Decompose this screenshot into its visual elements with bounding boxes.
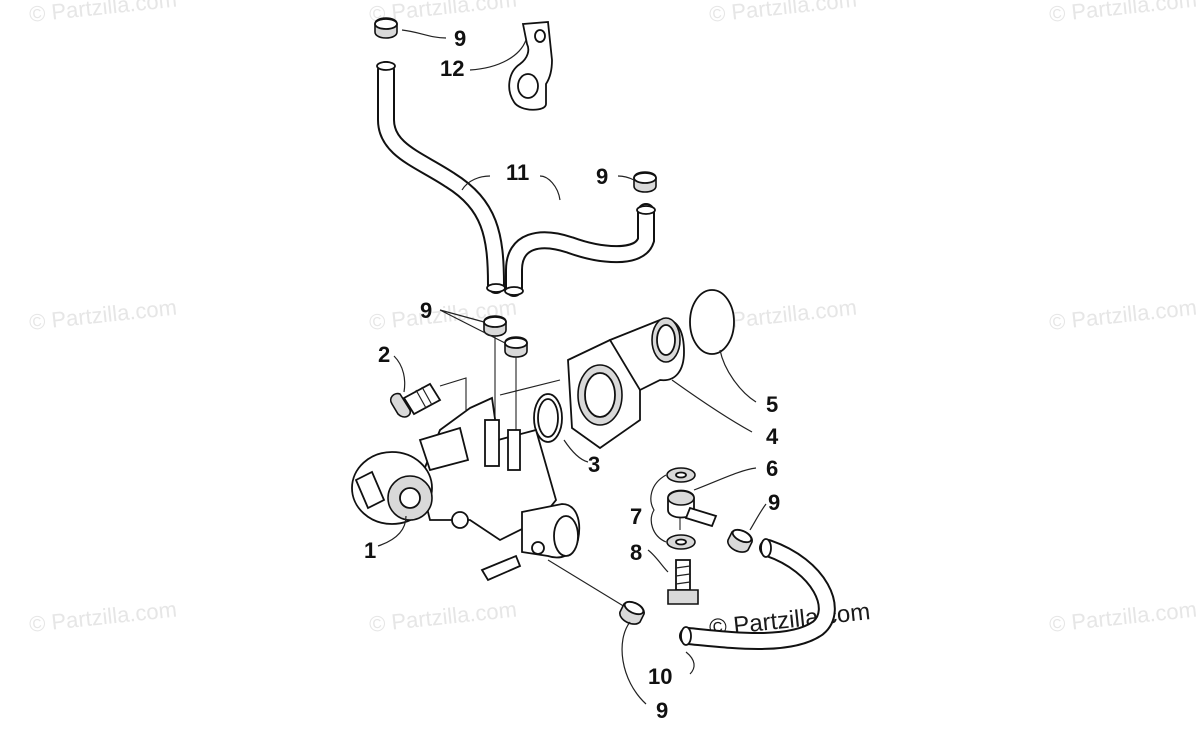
- watermark: © Partzilla.com: [28, 0, 178, 27]
- watermark: © Partzilla.com: [1048, 295, 1198, 335]
- pump-flange-icon: [567, 317, 685, 450]
- hose-11: [376, 61, 656, 297]
- callout-4[interactable]: 4: [766, 424, 779, 449]
- hose-10: [679, 538, 836, 650]
- callout-9-bottom[interactable]: 9: [656, 698, 668, 723]
- leader-lines: [377, 29, 767, 705]
- oil-pump-assembly-icon: [351, 396, 581, 582]
- watermarks: © Partzilla.com © Partzilla.com © Partzi…: [28, 0, 1198, 642]
- watermark: © Partzilla.com: [708, 0, 858, 27]
- callout-9-left[interactable]: 9: [420, 298, 432, 323]
- hose-bracket-icon: [508, 21, 553, 111]
- hose-clamp-icon: [633, 171, 657, 193]
- hose-end: [636, 205, 656, 215]
- hose-end: [376, 61, 396, 71]
- washer-icon: [666, 467, 696, 483]
- washer-icon: [666, 534, 696, 550]
- hose-end: [486, 283, 506, 293]
- callout-5[interactable]: 5: [766, 392, 778, 417]
- callout-9-right[interactable]: 9: [768, 490, 780, 515]
- bolt-icon: [667, 559, 699, 605]
- callout-1[interactable]: 1: [364, 538, 376, 563]
- hose-clamp-icon: [483, 315, 507, 337]
- callout-6[interactable]: 6: [766, 456, 778, 481]
- callout-12[interactable]: 12: [440, 56, 464, 81]
- o-ring-icon: [689, 289, 735, 355]
- hose-clamp-icon: [504, 336, 528, 358]
- watermark: © Partzilla.com: [28, 295, 178, 335]
- watermark: © Partzilla.com: [368, 597, 518, 637]
- callout-8[interactable]: 8: [630, 540, 642, 565]
- o-ring-inner: [537, 398, 559, 438]
- hose-clamp-icon: [374, 17, 398, 39]
- callout-10[interactable]: 10: [648, 664, 672, 689]
- bolt-icon: [389, 382, 442, 418]
- hose-clamp-icon: [727, 528, 753, 553]
- hose-end: [504, 286, 524, 296]
- hose-clamp-icon: [619, 600, 645, 625]
- callout-11[interactable]: 11: [506, 160, 529, 185]
- callout-9-upper-right[interactable]: 9: [596, 164, 608, 189]
- callouts: 9 12 11 9 9 2 3 5 4 6 7 9 8 1 10 9: [364, 26, 780, 723]
- callout-9-top[interactable]: 9: [454, 26, 466, 51]
- hose-end: [760, 538, 772, 558]
- callout-3[interactable]: 3: [588, 452, 600, 477]
- callout-7[interactable]: 7: [630, 504, 642, 529]
- banjo-fitting-icon: [667, 489, 718, 528]
- watermark: © Partzilla.com: [28, 597, 178, 637]
- callout-2[interactable]: 2: [378, 342, 390, 367]
- watermark: © Partzilla.com: [1048, 597, 1198, 637]
- hose-end: [680, 626, 692, 646]
- watermark: © Partzilla.com: [1048, 0, 1198, 27]
